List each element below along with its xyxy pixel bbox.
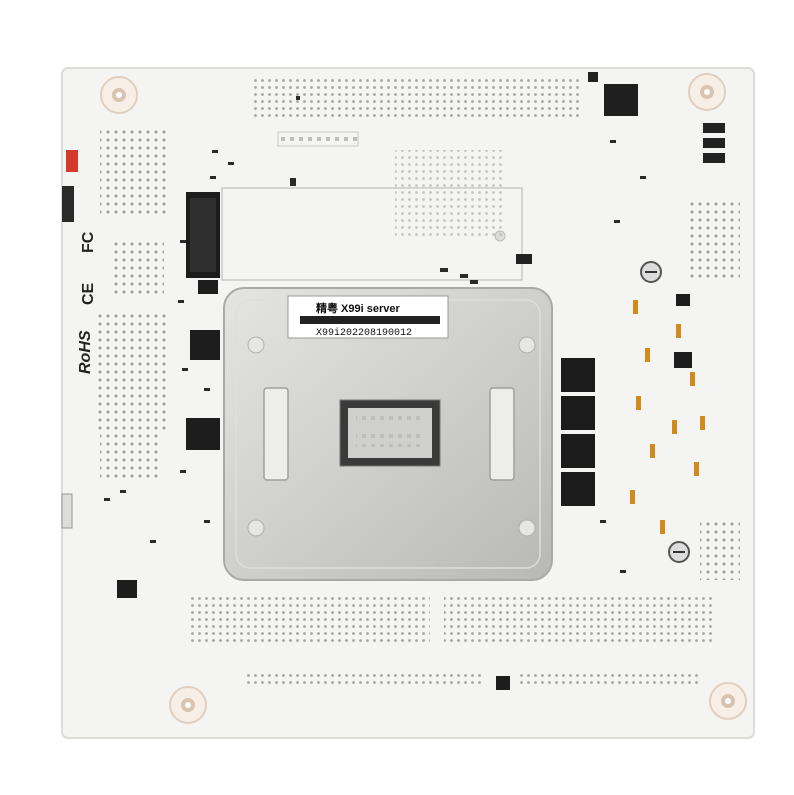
smd-components [104, 96, 646, 573]
screw-right-upper [640, 261, 662, 283]
screw-right-lower [668, 541, 690, 563]
dimm-pins-right [444, 596, 714, 644]
right-pin-field-2 [700, 520, 740, 580]
chip-bottom-left [117, 580, 137, 598]
bottom-pin-row [244, 672, 484, 686]
chip-right-small [674, 352, 692, 368]
bottom-chip [496, 676, 510, 690]
chip-top-right [604, 84, 638, 116]
amber-capacitors [630, 300, 705, 534]
vrm-chips [561, 358, 595, 506]
right-pin-field [690, 200, 740, 280]
chip-left-small [198, 280, 218, 294]
bottom-pin-row-2 [520, 672, 700, 686]
m2-area-components [395, 150, 505, 240]
product-label-line1: 精粤 X99i server [316, 301, 400, 315]
mounting-hole-bottom-left [169, 686, 207, 724]
red-connector [66, 150, 78, 172]
left-pin-field-3 [96, 310, 166, 430]
mounting-hole-top-left [100, 76, 138, 114]
barcode [300, 316, 440, 324]
chip-right-upper [676, 294, 690, 306]
chip-left-upper [190, 330, 220, 360]
mounting-hole-bottom-right [709, 682, 747, 720]
pin-header-top [277, 131, 359, 147]
left-pin-field-2 [110, 240, 164, 296]
jumper-block-right [703, 123, 725, 163]
chip-top-small [588, 72, 598, 82]
cpu-backplate [223, 287, 553, 581]
fc-logo: FC [80, 231, 97, 253]
rohs-logo: RoHS [77, 330, 94, 374]
product-label: 精粤 X99i server X99i202208190012 [287, 295, 449, 339]
left-pin-field-4 [100, 430, 160, 480]
black-connector [62, 186, 74, 222]
ce-logo: CE [80, 282, 97, 305]
mounting-hole-top-right [688, 73, 726, 111]
left-edge-connector [61, 493, 73, 529]
top-pin-field [250, 78, 580, 118]
left-pin-field-1 [100, 128, 166, 218]
dimm-pins-left [188, 596, 430, 644]
chip-left-lower [186, 418, 220, 450]
m2-slot [186, 187, 532, 281]
product-label-line2: X99i202208190012 [316, 327, 412, 339]
